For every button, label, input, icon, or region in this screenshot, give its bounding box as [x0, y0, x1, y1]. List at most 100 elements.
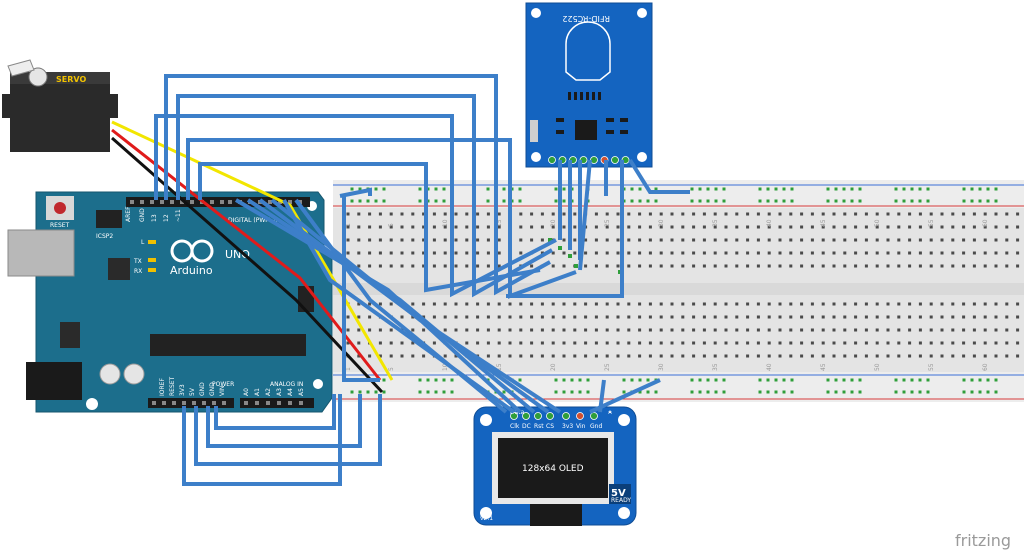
- bb-hole: [1005, 341, 1009, 345]
- oled-pin: [534, 412, 542, 420]
- bb-hole: [1005, 212, 1009, 216]
- header-pin: [182, 401, 186, 405]
- bb-hole: [486, 315, 490, 319]
- rail-hole: [842, 378, 846, 382]
- bb-hole: [476, 238, 480, 242]
- rail-hole: [962, 199, 966, 203]
- bb-hole: [648, 225, 652, 229]
- bb-hole: [659, 225, 663, 229]
- rail-hole: [758, 187, 762, 191]
- rfid-mount-tl: [531, 8, 541, 18]
- rail-hole: [374, 390, 378, 394]
- bb-hole: [854, 264, 858, 268]
- bb-column-number-top: 40: [766, 219, 773, 227]
- rail-hole: [578, 378, 582, 382]
- bb-hole: [875, 341, 879, 345]
- reset-button-cap: [54, 202, 66, 214]
- bb-hole: [843, 225, 847, 229]
- bb-hole: [551, 354, 555, 358]
- rail-hole: [758, 378, 762, 382]
- bb-hole: [443, 238, 447, 242]
- bb-hole: [519, 302, 523, 306]
- bb-hole: [702, 225, 706, 229]
- bb-hole: [778, 354, 782, 358]
- bb-column-number-top: 30: [658, 219, 665, 227]
- bb-hole: [368, 354, 372, 358]
- bb-column-number-bottom: 15: [496, 363, 503, 371]
- bb-hole: [681, 354, 685, 358]
- analog-pin-label: A3: [276, 388, 283, 396]
- bb-hole: [951, 315, 955, 319]
- bb-hole: [735, 212, 739, 216]
- bb-hole: [648, 341, 652, 345]
- bb-hole: [638, 328, 642, 332]
- bb-hole: [972, 341, 976, 345]
- bb-hole: [443, 212, 447, 216]
- rail-hole: [622, 390, 626, 394]
- bb-hole: [616, 354, 620, 358]
- bb-hole: [908, 212, 912, 216]
- bb-hole: [832, 341, 836, 345]
- bb-hole: [605, 341, 609, 345]
- bb-hole: [551, 212, 555, 216]
- bb-hole: [908, 328, 912, 332]
- bb-hole: [843, 328, 847, 332]
- bb-hole: [929, 354, 933, 358]
- bb-hole: [378, 238, 382, 242]
- bb-hole: [594, 302, 598, 306]
- header-pin: [162, 401, 166, 405]
- bb-hole: [540, 354, 544, 358]
- antenna-coil-icon: [565, 21, 611, 81]
- bb-hole: [670, 212, 674, 216]
- bb-hole: [832, 264, 836, 268]
- bb-hole: [843, 212, 847, 216]
- bb-hole: [638, 225, 642, 229]
- bb-hole: [810, 212, 814, 216]
- bb-hole: [368, 328, 372, 332]
- bb-hole: [357, 354, 361, 358]
- bb-hole: [530, 302, 534, 306]
- rail-hole: [654, 199, 658, 203]
- bb-hole: [530, 315, 534, 319]
- bb-hole: [972, 264, 976, 268]
- header-pin: [190, 200, 194, 204]
- bb-hole: [540, 328, 544, 332]
- bb-hole: [627, 354, 631, 358]
- bb-hole: [962, 225, 966, 229]
- bb-hole: [616, 238, 620, 242]
- bb-hole: [756, 341, 760, 345]
- rfid-label: RFID-RC522: [562, 14, 610, 23]
- bb-hole: [638, 264, 642, 268]
- bb-hole: [562, 251, 566, 255]
- bb-hole: [1016, 251, 1020, 255]
- bb-hole: [962, 328, 966, 332]
- bb-hole: [821, 225, 825, 229]
- bb-hole: [400, 212, 404, 216]
- bb-hole: [1005, 251, 1009, 255]
- bb-hole: [854, 341, 858, 345]
- header-pin: [172, 401, 176, 405]
- bb-hole: [1016, 341, 1020, 345]
- bb-hole: [800, 315, 804, 319]
- rail-hole: [790, 187, 794, 191]
- rail-hole: [690, 378, 694, 382]
- power-pin-label: RESET: [169, 376, 176, 396]
- rail-hole: [706, 187, 710, 191]
- rail-hole: [698, 378, 702, 382]
- rail-hole: [722, 390, 726, 394]
- oled-version: v2.1: [480, 515, 493, 522]
- bb-hole: [422, 238, 426, 242]
- bb-hole: [929, 212, 933, 216]
- breadboard-column-numbers: 1155101015152020252530303535404045455050…: [345, 219, 989, 371]
- rail-hole: [366, 390, 370, 394]
- rail-hole: [926, 199, 930, 203]
- 5v-ready-badge: [609, 484, 631, 504]
- rfid-pin: [611, 156, 619, 164]
- bb-hole: [605, 251, 609, 255]
- analog-label: ANALOG IN: [270, 381, 303, 388]
- bb-hole: [940, 225, 944, 229]
- bb-hole: [422, 264, 426, 268]
- servo-power-wire-red: [111, 128, 382, 381]
- rfid-mount-br: [637, 152, 647, 162]
- bb-hole: [767, 251, 771, 255]
